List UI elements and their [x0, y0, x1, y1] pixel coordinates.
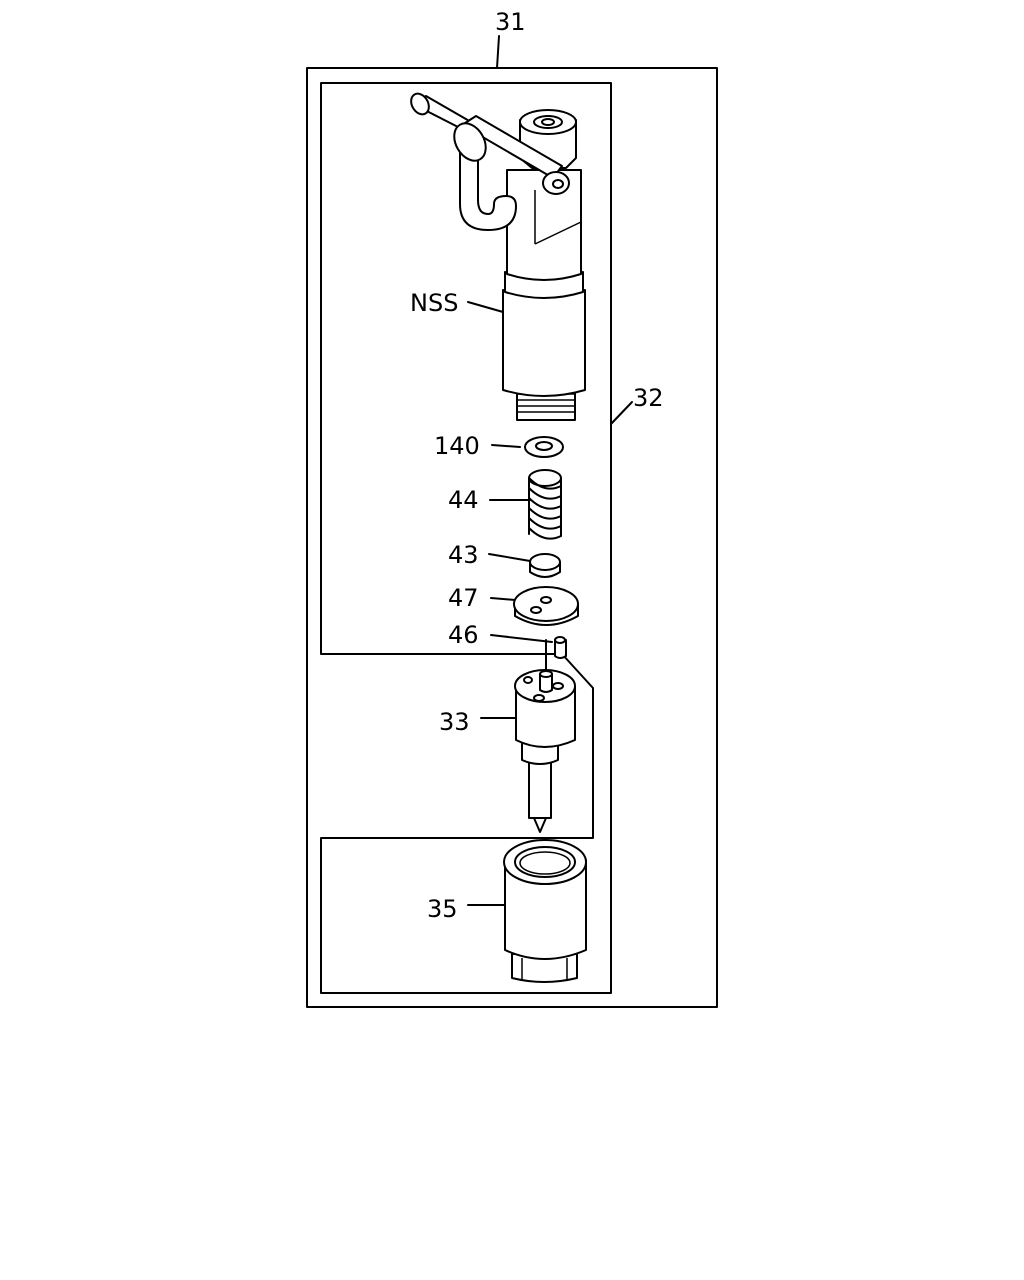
leader-46	[490, 634, 553, 643]
callout-32: 32	[633, 384, 664, 412]
leader-140	[491, 444, 521, 448]
spring-seat	[529, 553, 561, 578]
leader-32	[610, 401, 633, 425]
callout-46: 46	[448, 621, 479, 649]
callout-nss: NSS	[410, 289, 458, 317]
injector-holder-body	[410, 92, 586, 421]
spacer	[513, 586, 579, 626]
nozzle	[514, 669, 576, 833]
callout-44: 44	[448, 486, 479, 514]
callout-31: 31	[495, 8, 526, 36]
callout-35: 35	[427, 895, 458, 923]
callout-43: 43	[448, 541, 479, 569]
leader-nss	[467, 301, 504, 313]
retaining-nut	[503, 839, 587, 983]
assembly-frame	[306, 67, 718, 1008]
callout-140: 140	[434, 432, 480, 460]
leader-43	[488, 553, 531, 562]
shim	[524, 436, 564, 458]
callout-47: 47	[448, 584, 479, 612]
holder-frame	[320, 82, 612, 994]
leader-47	[490, 597, 516, 601]
spring	[528, 469, 562, 540]
leader-31	[496, 35, 500, 69]
callout-33: 33	[439, 708, 470, 736]
